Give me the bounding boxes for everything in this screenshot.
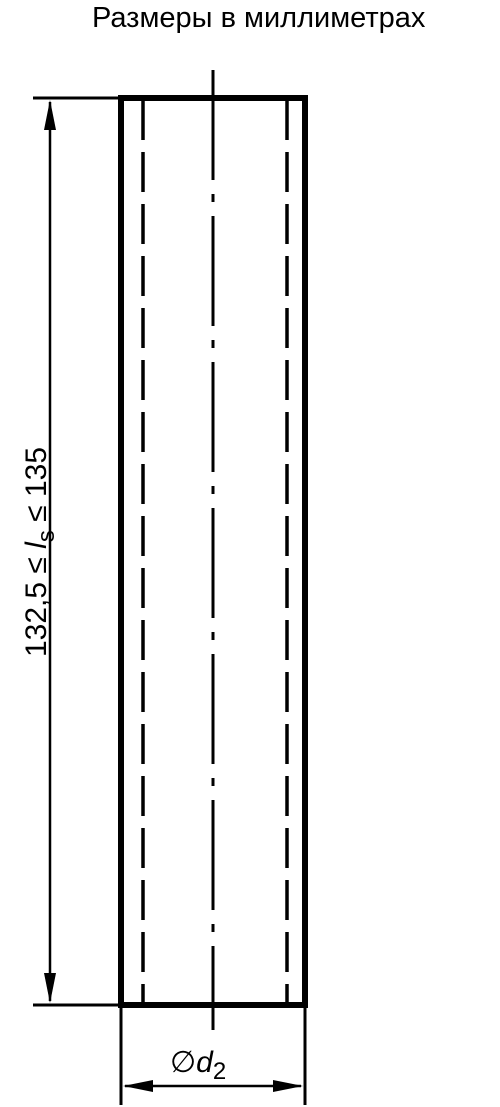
arrow-right-icon xyxy=(273,1080,303,1092)
length-dimension-label: 132,5 ≤ ls ≤ 135 xyxy=(20,447,60,657)
diameter-dimension-label: ∅d2 xyxy=(170,1046,226,1085)
arrow-down-icon xyxy=(44,973,56,1003)
units-caption: Размеры в миллиметрах xyxy=(92,2,426,34)
arrow-left-icon xyxy=(123,1080,153,1092)
arrow-up-icon xyxy=(44,100,56,130)
